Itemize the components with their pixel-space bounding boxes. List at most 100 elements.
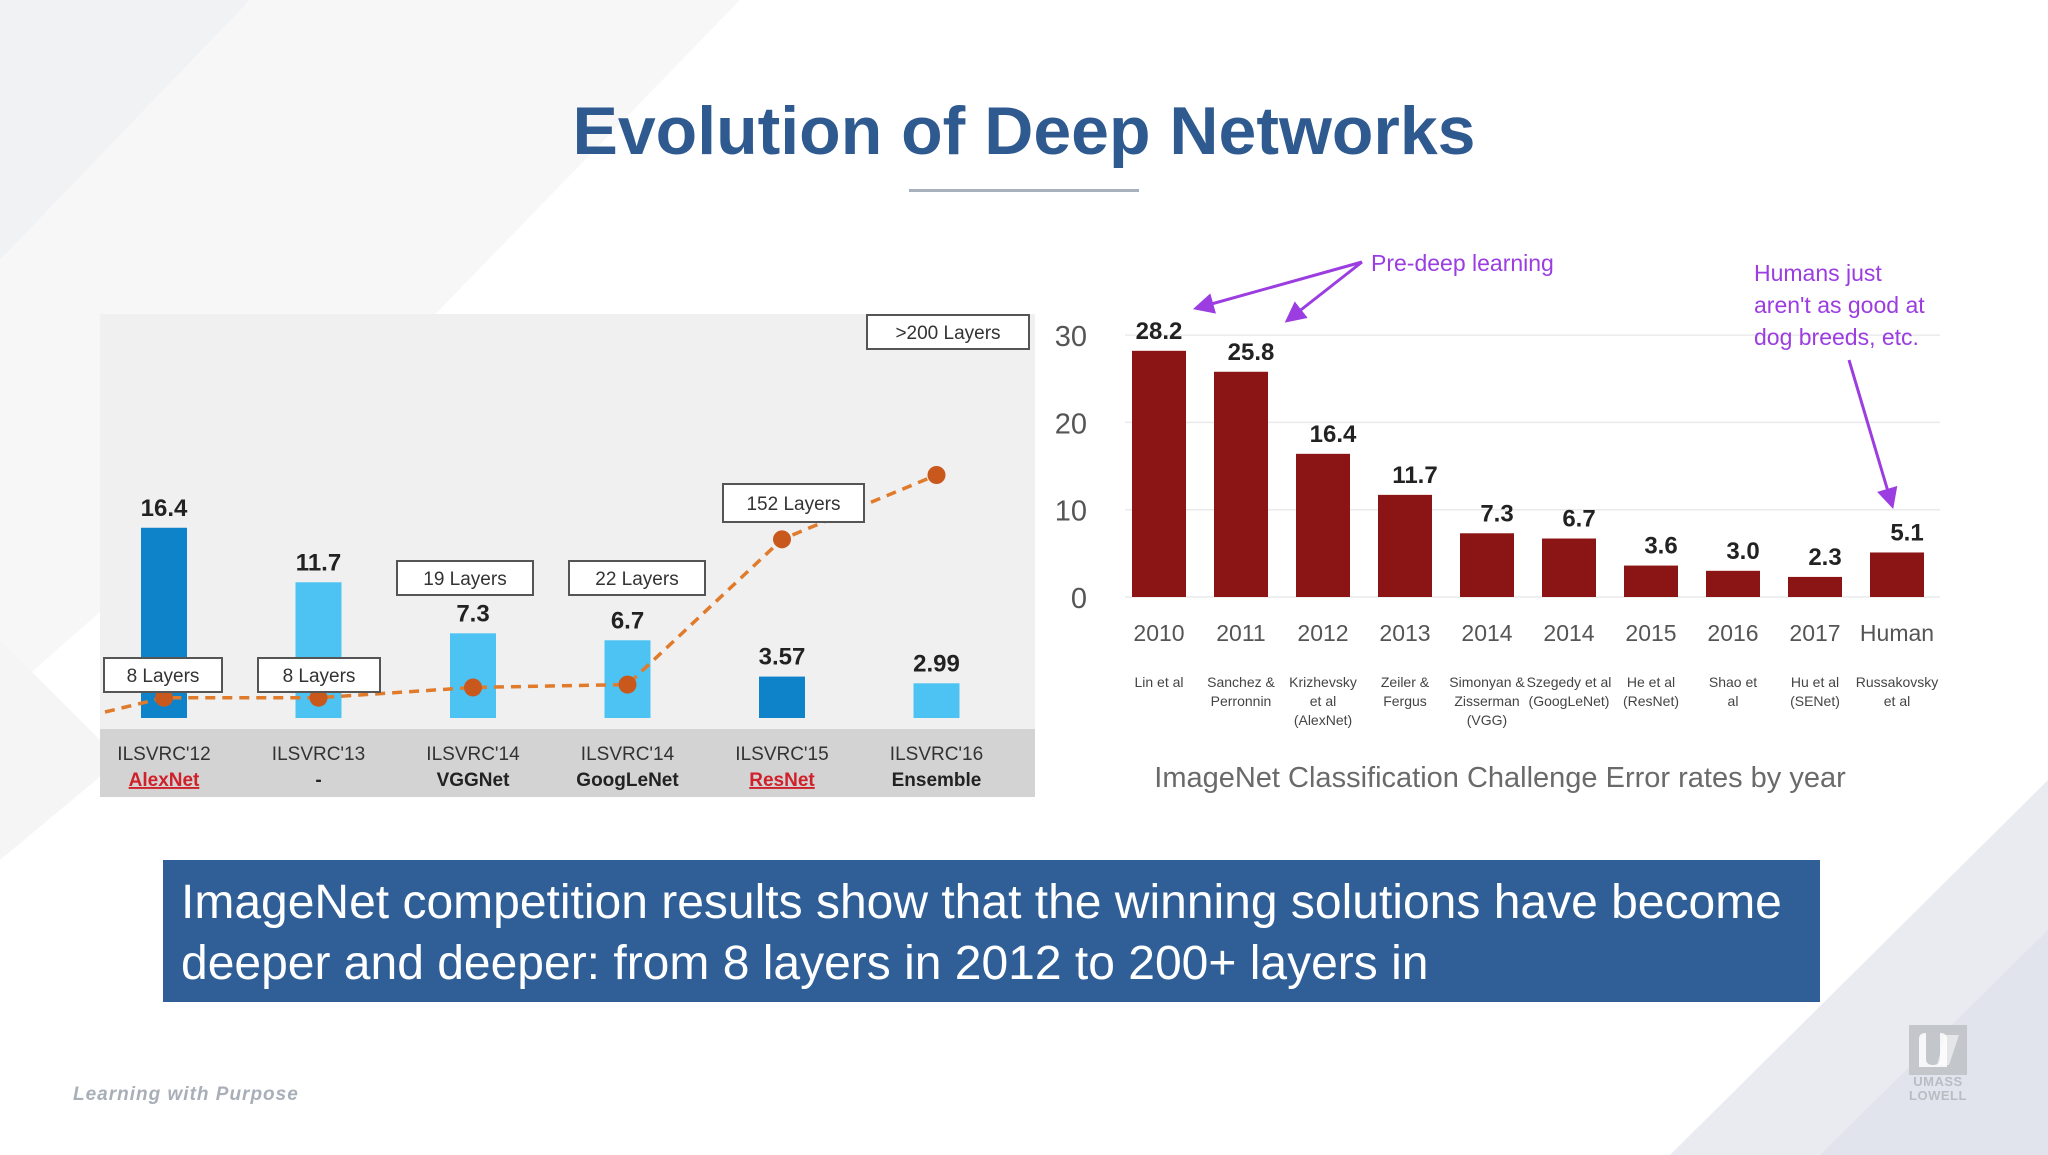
logo-text-line-2: LOWELL bbox=[1909, 1088, 1967, 1103]
error-bar-value-label: 11.7 bbox=[1392, 462, 1437, 489]
year-label: 2010 bbox=[1133, 620, 1184, 646]
depth-bar bbox=[450, 633, 496, 718]
depth-chart: 8 Layers 8 Layers 19 Layers 22 Layers 152 La… bbox=[100, 314, 1035, 797]
error-bar-value-label: 16.4 bbox=[1310, 421, 1357, 448]
competition-label: ILSVRC'16 bbox=[890, 744, 983, 765]
layer-count-label: 19 Layers bbox=[423, 569, 506, 590]
depth-marker bbox=[773, 530, 791, 549]
author-label: Perronnin bbox=[1211, 693, 1272, 709]
depth-bar-value-label: 3.57 bbox=[759, 644, 806, 671]
error-rate-bar bbox=[1870, 552, 1924, 597]
depth-bar-value-label: 11.7 bbox=[296, 549, 341, 576]
error-chart-caption: ImageNet Classification Challenge Error … bbox=[1154, 762, 1846, 794]
year-label: 2017 bbox=[1789, 620, 1840, 646]
competition-label: ILSVRC'14 bbox=[426, 744, 520, 765]
error-bar-value-label: 6.7 bbox=[1562, 506, 1595, 533]
author-label: et al bbox=[1310, 693, 1336, 709]
layer-count-label: 152 Layers bbox=[746, 494, 840, 515]
callout-box: ImageNet competition results show that t… bbox=[163, 860, 1820, 1002]
author-label: Fergus bbox=[1383, 693, 1427, 709]
error-bar-value-label: 25.8 bbox=[1228, 339, 1275, 366]
author-label: Hu et al bbox=[1791, 674, 1839, 690]
error-rate-bar bbox=[1214, 371, 1268, 597]
author-label: (GoogLeNet) bbox=[1529, 693, 1610, 709]
error-bar-value-label: 28.2 bbox=[1136, 318, 1183, 345]
network-name-label: Ensemble bbox=[892, 770, 982, 791]
year-label: 2014 bbox=[1543, 620, 1594, 646]
author-label: Shao et bbox=[1709, 674, 1757, 690]
pre-deep-arrow-2010 bbox=[1192, 260, 1363, 314]
slide-title: Evolution of Deep Networks bbox=[572, 93, 1476, 169]
network-name-label: GoogLeNet bbox=[576, 770, 679, 791]
author-label: Sanchez & bbox=[1207, 674, 1275, 690]
network-name-label: AlexNet bbox=[129, 770, 200, 791]
error-bar-value-label: 3.6 bbox=[1644, 533, 1677, 560]
title-divider bbox=[909, 189, 1139, 192]
error-rate-bar bbox=[1706, 570, 1760, 597]
depth-chart-panel bbox=[100, 314, 1035, 797]
pre-deep-learning-annotation: Pre-deep learning bbox=[1371, 250, 1554, 276]
layer-count-label: 22 Layers bbox=[595, 569, 678, 590]
depth-bar-value-label: 7.3 bbox=[456, 600, 489, 627]
author-label: Szegedy et al bbox=[1527, 674, 1612, 690]
y-tick-label: 30 bbox=[1055, 321, 1087, 353]
error-rate-bar bbox=[1624, 565, 1678, 597]
logo-mark-icon bbox=[1909, 1025, 1967, 1075]
author-label: Russakovsky bbox=[1856, 674, 1938, 690]
layer-count-label: 8 Layers bbox=[283, 666, 356, 687]
layer-count-box bbox=[396, 560, 534, 596]
author-label: (VGG) bbox=[1467, 712, 1507, 728]
year-label: 2013 bbox=[1379, 620, 1430, 646]
error-bar-value-label: 2.3 bbox=[1808, 544, 1841, 571]
depth-marker bbox=[927, 466, 946, 484]
layer-count-box bbox=[722, 483, 865, 523]
footer-tagline: Learning with Purpose bbox=[73, 1084, 299, 1105]
year-label: 2016 bbox=[1707, 620, 1758, 646]
error-rate-bar bbox=[1788, 576, 1842, 597]
callout-text: ImageNet competition results show that t… bbox=[181, 876, 1782, 990]
author-label: al bbox=[1728, 693, 1739, 709]
author-label: et al bbox=[1884, 693, 1910, 709]
author-label: Lin et al bbox=[1134, 674, 1183, 690]
error-bar-value-label: 7.3 bbox=[1480, 500, 1513, 527]
competition-label: ILSVRC'13 bbox=[272, 744, 365, 765]
author-label: Zisserman bbox=[1454, 693, 1519, 709]
year-label: Human bbox=[1860, 620, 1934, 646]
year-label: 2012 bbox=[1297, 620, 1348, 646]
human-annotation-line-3: dog breeds, etc. bbox=[1754, 324, 1919, 350]
network-name-label: VGGNet bbox=[437, 770, 511, 791]
author-label: (ResNet) bbox=[1623, 693, 1679, 709]
layer-count-box bbox=[103, 657, 223, 693]
competition-label: ILSVRC'12 bbox=[117, 744, 210, 765]
layer-count-box bbox=[257, 657, 381, 693]
error-rate-bar bbox=[1296, 453, 1350, 597]
depth-bar-value-label: 16.4 bbox=[141, 495, 188, 522]
layer-count-label: 8 Layers bbox=[127, 666, 200, 687]
human-arrow bbox=[1847, 359, 1898, 510]
error-bar-value-label: 5.1 bbox=[1890, 519, 1923, 546]
depth-marker bbox=[618, 675, 637, 694]
depth-marker bbox=[155, 688, 173, 707]
error-rate-bar bbox=[1460, 533, 1514, 597]
layer-count-label: >200 Layers bbox=[895, 323, 1000, 344]
year-label: 2011 bbox=[1216, 620, 1265, 646]
human-annotation-line-1: Humans just bbox=[1754, 260, 1882, 286]
year-label: 2015 bbox=[1625, 620, 1676, 646]
logo-text-line-1: UMASS bbox=[1913, 1074, 1963, 1089]
error-rate-bar bbox=[1132, 350, 1186, 597]
depth-bar-value-label: 6.7 bbox=[611, 607, 644, 634]
depth-marker bbox=[309, 688, 328, 707]
author-label: Krizhevsky bbox=[1289, 674, 1357, 690]
pre-deep-arrow-2011 bbox=[1284, 260, 1363, 323]
y-tick-label: 10 bbox=[1055, 496, 1087, 528]
layer-count-box bbox=[866, 314, 1030, 350]
depth-bar bbox=[913, 683, 960, 718]
competition-label: ILSVRC'14 bbox=[581, 744, 675, 765]
author-label: Simonyan & bbox=[1449, 674, 1525, 690]
author-label: Zeiler & bbox=[1381, 674, 1430, 690]
competition-label: ILSVRC'15 bbox=[735, 744, 828, 765]
umass-lowell-logo: UMASS LOWELL bbox=[1906, 1025, 1970, 1105]
error-rate-bar bbox=[1378, 494, 1432, 597]
error-rate-bar bbox=[1542, 538, 1596, 597]
